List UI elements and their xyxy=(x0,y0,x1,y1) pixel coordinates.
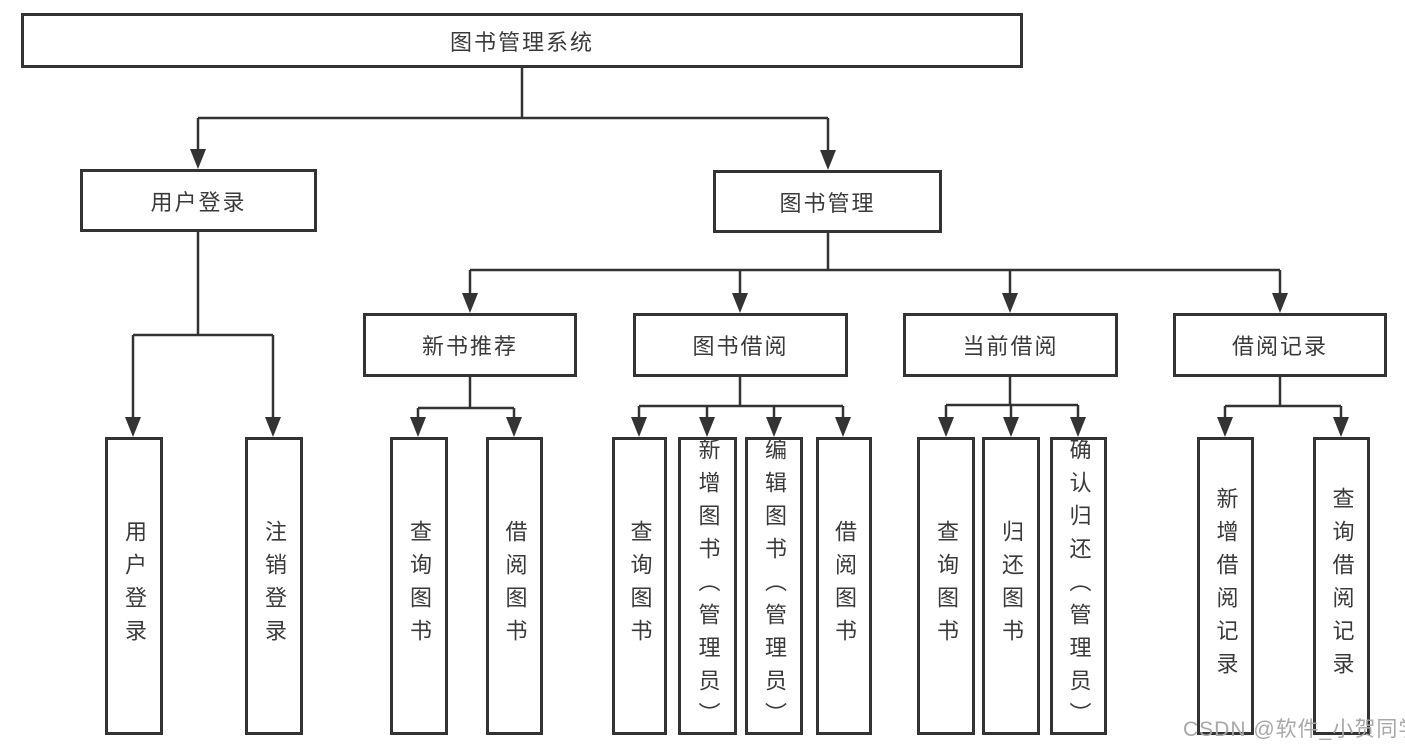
leaf-borrow-books-recommend: 借阅图书 xyxy=(486,437,543,735)
node-book-management: 图书管理 xyxy=(713,170,942,233)
node-root-label: 图书管理系统 xyxy=(449,29,594,55)
leaf-logout: 注销登录 xyxy=(245,437,303,735)
node-book-borrowing: 图书借阅 xyxy=(633,313,848,377)
leaf-borrow-books-borrowing: 借阅图书 xyxy=(816,437,872,735)
node-book-borrowing-label: 图书借阅 xyxy=(692,334,789,359)
arrowheads xyxy=(125,149,1349,437)
leaf-add-books-admin: 新增图书（管理员） xyxy=(678,437,737,735)
node-user-login: 用户登录 xyxy=(80,169,317,232)
leaf-add-borrow-record: 新增借阅记录 xyxy=(1197,437,1254,735)
leaf-return-books: 归还图书 xyxy=(982,437,1040,735)
csdn-watermark: CSDN @软件_小贺同学 xyxy=(1183,718,1405,741)
node-new-book-recommend-label: 新书推荐 xyxy=(421,334,518,359)
node-current-borrowing: 当前借阅 xyxy=(903,313,1118,377)
leaf-confirm-return-admin: 确认归还（管理员） xyxy=(1050,437,1107,735)
node-current-borrowing-label: 当前借阅 xyxy=(962,334,1059,359)
leaf-user-login: 用户登录 xyxy=(105,437,163,735)
leaf-query-books-borrowing: 查询图书 xyxy=(612,437,667,735)
node-new-book-recommend: 新书推荐 xyxy=(363,313,577,377)
node-user-login-label: 用户登录 xyxy=(150,189,247,215)
leaf-query-books-recommend: 查询图书 xyxy=(390,437,448,735)
node-borrowing-records: 借阅记录 xyxy=(1173,313,1387,377)
leaf-edit-books-admin: 编辑图书（管理员） xyxy=(745,437,803,735)
node-book-management-label: 图书管理 xyxy=(779,190,876,216)
node-root-system: 图书管理系统 xyxy=(21,13,1023,68)
leaf-query-books-current: 查询图书 xyxy=(917,437,975,735)
node-borrowing-records-label: 借阅记录 xyxy=(1231,334,1328,359)
leaf-query-borrow-record: 查询借阅记录 xyxy=(1313,437,1370,735)
